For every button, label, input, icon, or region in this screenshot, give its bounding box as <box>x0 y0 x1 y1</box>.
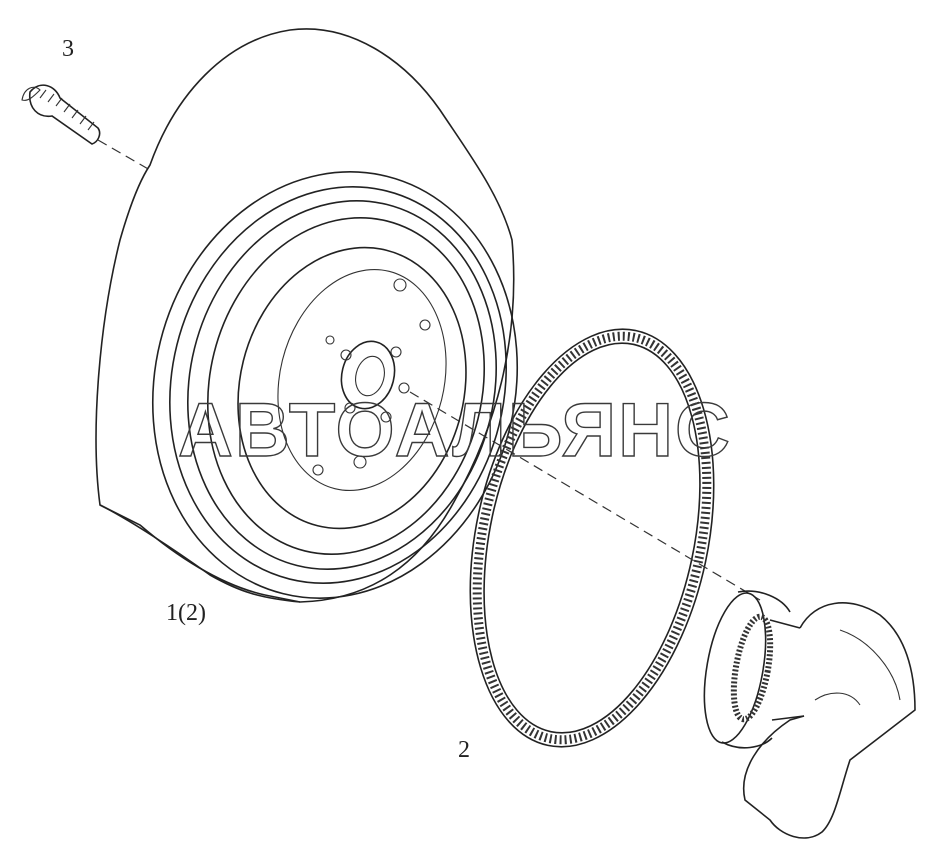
bolt-part[interactable] <box>21 84 101 145</box>
watermark-text: АВТОАЛЬЯНС <box>178 388 732 473</box>
assembly-axis-line <box>409 391 761 601</box>
callout-label-flywheel: 1(2) <box>166 600 206 626</box>
ring-gear-part[interactable] <box>434 307 749 770</box>
crankshaft-end <box>703 590 916 839</box>
flywheel-part[interactable] <box>95 28 562 637</box>
callout-label-bolt: 3 <box>62 36 74 62</box>
bolt-axis-line <box>97 139 151 171</box>
callout-label-ring-gear: 2 <box>458 737 470 763</box>
